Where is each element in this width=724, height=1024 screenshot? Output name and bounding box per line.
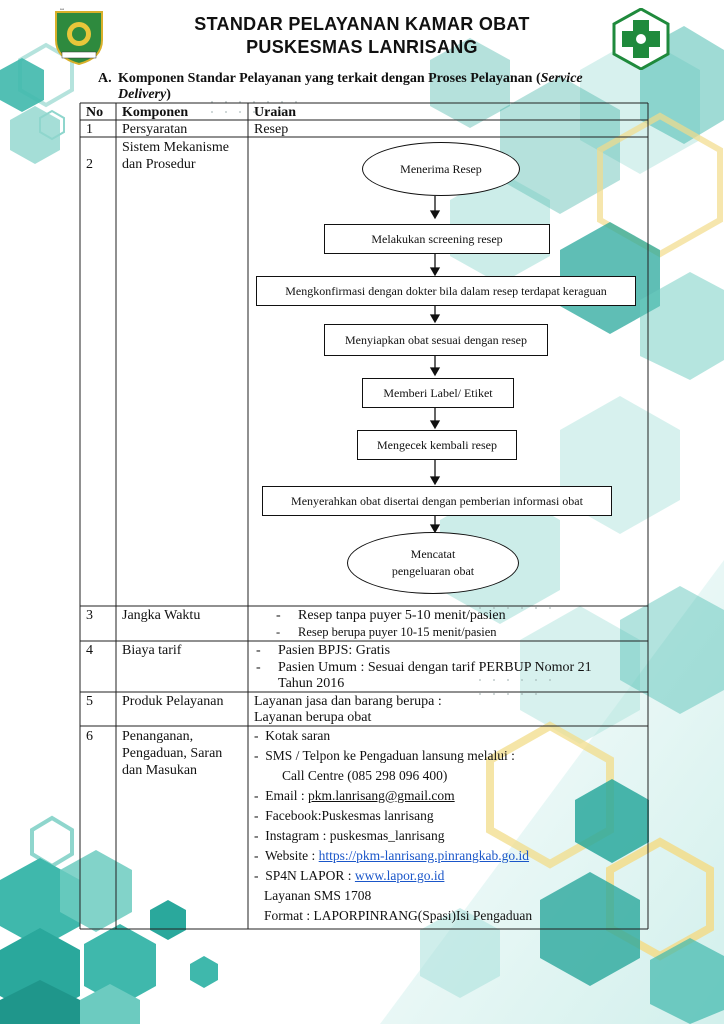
flow-step-record: Mencatat pengeluaran obat xyxy=(347,532,519,594)
row3-no: 3 xyxy=(86,608,93,623)
row3-dash1: - xyxy=(276,608,281,623)
section-heading: A. Komponen Standar Pelayanan yang terkai… xyxy=(98,71,638,103)
list-item-email: - Email : pkm.lanrisang@gmail.com xyxy=(254,788,455,803)
flow-step-recheck: Mengecek kembali resep xyxy=(357,430,517,460)
row4-no: 4 xyxy=(86,643,93,658)
flow-step-prepare-medicine: Menyiapkan obat sesuai dengan resep xyxy=(324,324,548,356)
row1-uraian: Resep xyxy=(254,122,289,137)
header-no: No xyxy=(86,105,104,120)
list-item-facebook: - Facebook:Puskesmas lanrisang xyxy=(254,808,434,823)
row3-item2: Resep berupa puyer 10-15 menit/pasien xyxy=(298,625,497,639)
row4-komponen: Biaya tarif xyxy=(122,643,182,658)
row4-item2: Pasien Umum : Sesuai dengan tarif PERBUP… xyxy=(278,660,592,675)
row1-no: 1 xyxy=(86,122,93,137)
list-item-kotak-saran: - Kotak saran xyxy=(254,728,331,743)
sp4n-link[interactable]: www.lapor.go.id xyxy=(354,868,445,883)
row4-item1: Pasien BPJS: Gratis xyxy=(278,643,391,658)
flow-step-screening: Melakukan screening resep xyxy=(324,224,550,254)
section-title-italic2: Delivery xyxy=(118,87,167,102)
row4-dash2: - xyxy=(256,660,261,675)
svg-text:ꟷ: ꟷ xyxy=(60,7,64,13)
row5-komponen: Produk Pelayanan xyxy=(122,694,224,709)
section-title-italic1: Service xyxy=(540,71,583,86)
row2-no: 2 xyxy=(86,157,93,172)
row3-dash2: - xyxy=(276,625,281,639)
pinrang-regency-logo: ꟷ xyxy=(55,7,103,66)
list-item-sms1708: Layanan SMS 1708 xyxy=(264,888,372,903)
flow-step-record-line1: Mencatat xyxy=(410,547,456,561)
page-title-line2: PUSKESMAS LANRISANG xyxy=(246,37,478,57)
flow-step-receive-prescription: Menerima Resep xyxy=(362,142,520,196)
flow-step-confirm-doctor: Mengkonfirmasi dengan dokter bila dalam … xyxy=(256,276,636,306)
list-item-instagram: - Instagram : puskesmas_lanrisang xyxy=(254,828,445,843)
puskesmas-cross-logo xyxy=(612,8,670,70)
row1-komponen: Persyaratan xyxy=(122,122,188,137)
complaint-channels-list: - Kotak saran - SMS / Telpon ke Pengadua… xyxy=(254,726,532,926)
row5-line1: Layanan jasa dan barang berupa : xyxy=(254,694,442,709)
list-item-sp4n: - SP4N LAPOR : www.lapor.go.id xyxy=(254,868,445,883)
flow-step-record-line2: pengeluaran obat xyxy=(391,564,475,578)
row6-komponen-line3: dan Masukan xyxy=(122,763,198,778)
row4-item2-cont: Tahun 2016 xyxy=(278,676,345,691)
list-item-website: - Website : https://pkm-lanrisang.pinran… xyxy=(254,848,530,863)
header-komponen: Komponen xyxy=(122,105,189,120)
website-link[interactable]: https://pkm-lanrisang.pinrangkab.go.id xyxy=(318,848,530,863)
section-letter: A. xyxy=(98,71,112,86)
row6-komponen-line1: Penanganan, xyxy=(122,729,194,744)
row3-komponen: Jangka Waktu xyxy=(122,608,201,623)
row5-line2: Layanan berupa obat xyxy=(254,710,372,725)
row3-item1: Resep tanpa puyer 5-10 menit/pasien xyxy=(298,608,506,623)
row6-no: 6 xyxy=(86,729,93,744)
flow-step-hand-over: Menyerahkan obat disertai dengan pemberi… xyxy=(262,486,612,516)
flow-step-label: Memberi Label/ Etiket xyxy=(362,378,514,408)
page-title-line1: STANDAR PELAYANAN KAMAR OBAT xyxy=(194,14,530,34)
list-item-format: Format : LAPORPINRANG(Spasi)Isi Pengadua… xyxy=(264,908,533,923)
list-item-sms: - SMS / Telpon ke Pengaduan lansung mela… xyxy=(254,748,515,763)
row4-dash1: - xyxy=(256,643,261,658)
row6-komponen-line2: Pengaduan, Saran xyxy=(122,746,223,761)
list-item-call-centre: Call Centre (085 298 096 400) xyxy=(282,768,448,783)
row2-komponen-line1: Sistem Mekanisme xyxy=(122,140,229,155)
row2-komponen-line2: dan Prosedur xyxy=(122,157,196,172)
row5-no: 5 xyxy=(86,694,93,709)
email-link[interactable]: pkm.lanrisang@gmail.com xyxy=(308,788,455,803)
header-uraian: Uraian xyxy=(254,105,296,120)
section-title-close: ) xyxy=(166,87,171,102)
section-title-main: Komponen Standar Pelayanan yang terkait … xyxy=(118,71,541,86)
